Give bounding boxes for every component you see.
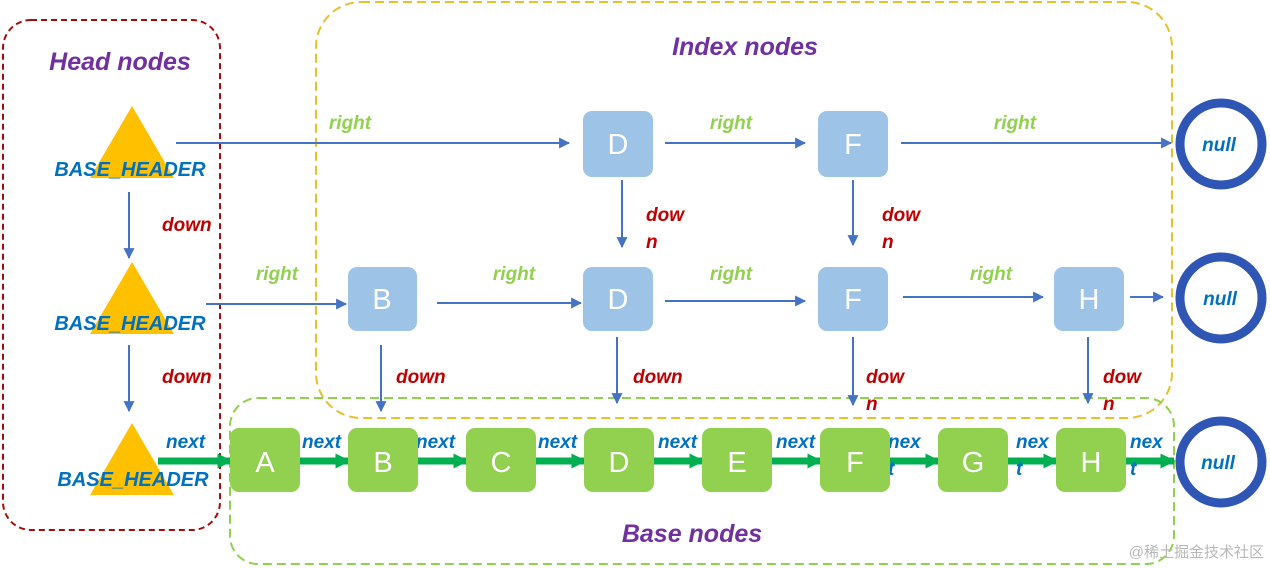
- head-down-label-2: down: [162, 367, 212, 388]
- next-label-6-line1: nex: [888, 432, 922, 453]
- null-node-base: [1175, 416, 1267, 508]
- head-nodes-title: Head nodes: [49, 48, 191, 76]
- next-label-3: next: [538, 432, 578, 453]
- index-nodes-group: [315, 1, 1173, 419]
- base-node-h: [1056, 428, 1126, 492]
- index-node-mid-b: [348, 267, 417, 331]
- base-node-h-label: H: [1081, 447, 1102, 479]
- right-label-mid-4: right: [970, 264, 1013, 285]
- right-label-mid-2: right: [493, 264, 536, 285]
- index-node-top-f-label: F: [844, 129, 862, 161]
- base-node-e-label: E: [727, 447, 746, 479]
- next-label-5: next: [776, 432, 816, 453]
- head-triangle-2: [90, 262, 174, 334]
- base-node-b-label: B: [373, 447, 392, 479]
- down-label-mid-b: down: [396, 367, 446, 388]
- right-label-mid-3: right: [710, 264, 753, 285]
- base-node-a-label: A: [255, 447, 275, 479]
- next-label-6-line2: t: [888, 459, 895, 480]
- right-label-top-3: right: [994, 113, 1037, 134]
- right-label-top-1: right: [329, 113, 372, 134]
- index-node-mid-f-label: F: [844, 284, 862, 316]
- index-node-top-d: [583, 111, 653, 177]
- index-node-mid-h-label: H: [1079, 284, 1100, 316]
- base-node-d: [584, 428, 654, 492]
- index-node-mid-d-label: D: [608, 284, 629, 316]
- down-label-mid-h-line2: n: [1103, 394, 1115, 415]
- base-node-g-label: G: [962, 447, 985, 479]
- index-node-mid-f: [818, 267, 888, 331]
- right-label-mid-1: right: [256, 264, 299, 285]
- base-node-f-label: F: [846, 447, 864, 479]
- right-label-top-2: right: [710, 113, 753, 134]
- down-label-top-d-line2: n: [646, 232, 658, 253]
- base-node-d-label: D: [609, 447, 630, 479]
- next-label-0: next: [166, 432, 206, 453]
- index-node-top-f: [818, 111, 888, 177]
- next-label-8-line2: t: [1130, 459, 1137, 480]
- index-node-mid-h: [1054, 267, 1124, 331]
- next-label-7-line2: t: [1016, 459, 1023, 480]
- head-label-1: BASE_HEADER: [54, 159, 206, 181]
- head-nodes-group: [2, 19, 221, 531]
- index-node-mid-b-label: B: [372, 284, 391, 316]
- down-label-mid-f-line2: n: [866, 394, 878, 415]
- head-triangle-1: [90, 106, 174, 178]
- base-node-g: [938, 428, 1008, 492]
- next-label-7-line1: nex: [1016, 432, 1050, 453]
- head-triangle-3: [90, 423, 174, 495]
- next-label-1: next: [302, 432, 342, 453]
- null-node-mid-label: null: [1203, 289, 1237, 310]
- down-label-top-d-line1: dow: [646, 205, 685, 226]
- null-node-top: [1175, 98, 1267, 190]
- head-label-2: BASE_HEADER: [54, 313, 206, 335]
- index-node-mid-d: [583, 267, 653, 331]
- base-node-f: [820, 428, 890, 492]
- head-label-3: BASE_HEADER: [57, 469, 209, 491]
- watermark: @稀土掘金技术社区: [1129, 544, 1264, 561]
- base-node-c-label: C: [491, 447, 512, 479]
- down-label-top-f-line2: n: [882, 232, 894, 253]
- base-node-a: [230, 428, 300, 492]
- down-label-top-f-line1: dow: [882, 205, 921, 226]
- next-label-8-line1: nex: [1130, 432, 1164, 453]
- next-label-4: next: [658, 432, 698, 453]
- next-label-2: next: [416, 432, 456, 453]
- down-label-mid-h-line1: dow: [1103, 367, 1142, 388]
- null-node-base-label: null: [1201, 453, 1235, 474]
- index-node-top-d-label: D: [608, 129, 629, 161]
- head-down-label-1: down: [162, 215, 212, 236]
- base-node-c: [466, 428, 536, 492]
- down-label-mid-d: down: [633, 367, 683, 388]
- null-node-mid: [1175, 252, 1267, 344]
- base-nodes-title: Base nodes: [622, 520, 762, 548]
- index-nodes-title: Index nodes: [672, 33, 818, 61]
- base-node-b: [348, 428, 418, 492]
- null-node-top-label: null: [1202, 135, 1236, 156]
- base-node-e: [702, 428, 772, 492]
- down-label-mid-f-line1: dow: [866, 367, 905, 388]
